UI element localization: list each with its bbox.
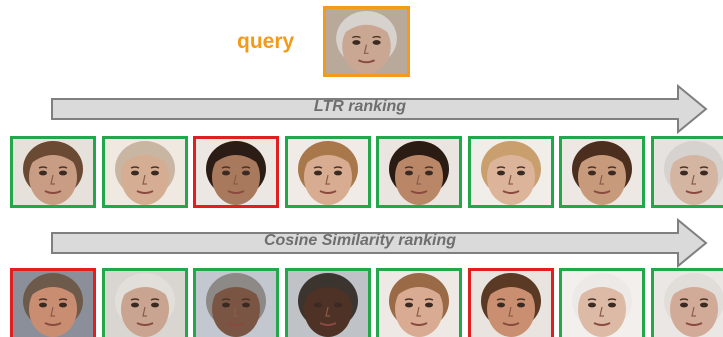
cosine-result-face-7: [559, 268, 645, 337]
ltr-result-face-3: [193, 136, 279, 208]
ltr-result-face-1: [10, 136, 96, 208]
ltr-ranking-label: LTR ranking: [313, 98, 407, 115]
ltr-result-face-7: [559, 136, 645, 208]
ltr-result-face-6: [468, 136, 554, 208]
query-label: query: [237, 30, 295, 53]
ltr-result-face-4: [285, 136, 371, 208]
cosine-result-face-1: [10, 268, 96, 337]
cosine-result-face-2: [102, 268, 188, 337]
ltr-ranking-arrow: LTR ranking: [50, 84, 710, 134]
cosine-result-face-8: [651, 268, 723, 337]
cosine-result-face-6: [468, 268, 554, 337]
query-face-image: [323, 6, 410, 77]
ltr-result-face-2: [102, 136, 188, 208]
cosine-ranking-arrow: Cosine Similarity ranking: [50, 218, 710, 268]
cosine-result-face-4: [285, 268, 371, 337]
cosine-ranking-label: Cosine Similarity ranking: [263, 232, 457, 249]
ltr-result-face-8: [651, 136, 723, 208]
cosine-result-face-3: [193, 268, 279, 337]
arrow-shape: [51, 218, 708, 268]
cosine-result-face-5: [376, 268, 462, 337]
ltr-result-face-5: [376, 136, 462, 208]
arrow-shape: [51, 84, 708, 134]
